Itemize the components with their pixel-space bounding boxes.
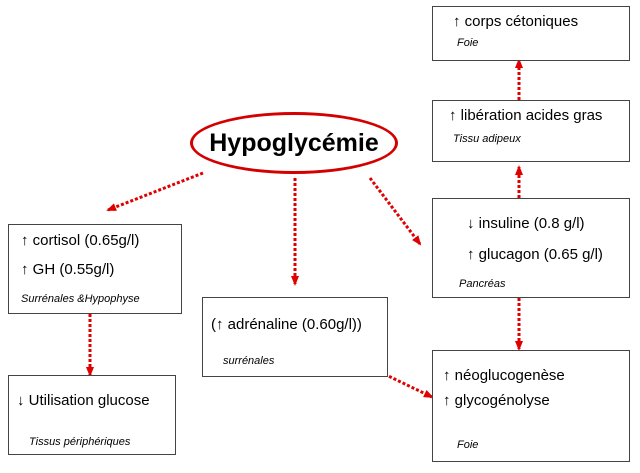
box-line: ↓ insuline (0.8 g/l): [467, 215, 585, 232]
box-location: surrénales: [223, 355, 275, 367]
box-line: ↑ glucagon (0.65 g/l): [467, 246, 603, 263]
box-line: ↑ GH (0.55g/l): [21, 261, 115, 278]
box-corps-cetoniques: ↑ corps cétoniques Foie: [432, 6, 630, 61]
box-adrenaline: (↑ adrénaline (0.60g/l)) surrénales: [202, 297, 388, 377]
box-line: ↑ glycogénolyse: [443, 392, 550, 409]
box-location: Foie: [457, 37, 479, 49]
box-location: Tissus périphériques: [29, 436, 131, 448]
box-neoglucogenese: ↑ néoglucogenèse ↑ glycogénolyse Foie: [432, 350, 630, 462]
arrow-hypoglycemie-to-pancreas: [368, 177, 422, 246]
box-line: ↑ néoglucogenèse: [443, 367, 565, 384]
box-line: ↑ libération acides gras: [449, 107, 603, 124]
box-line: ↓ Utilisation glucose: [17, 392, 150, 409]
diagram-title: Hypoglycémie: [209, 128, 379, 157]
box-line: ↑ corps cétoniques: [453, 13, 579, 30]
box-location: Foie: [457, 439, 479, 451]
box-location: Pancréas: [459, 278, 506, 290]
hypoglycemie-ellipse: Hypoglycémie: [190, 112, 398, 174]
box-utilisation-glucose: ↓ Utilisation glucose Tissus périphériqu…: [8, 375, 176, 455]
box-line: (↑ adrénaline (0.60g/l)): [211, 316, 362, 333]
box-acides-gras: ↑ libération acides gras Tissu adipeux: [432, 100, 630, 162]
box-location: Tissu adipeux: [453, 133, 521, 145]
box-pancreas: ↓ insuline (0.8 g/l) ↑ glucagon (0.65 g/…: [432, 198, 630, 298]
box-location: Surrénales &Hypophyse: [21, 293, 140, 305]
box-line: ↑ cortisol (0.65g/l): [21, 232, 140, 249]
box-cortisol-gh: ↑ cortisol (0.65g/l) ↑ GH (0.55g/l) Surr…: [8, 224, 182, 314]
arrow-hypoglycemie-to-cortisol: [106, 171, 204, 212]
